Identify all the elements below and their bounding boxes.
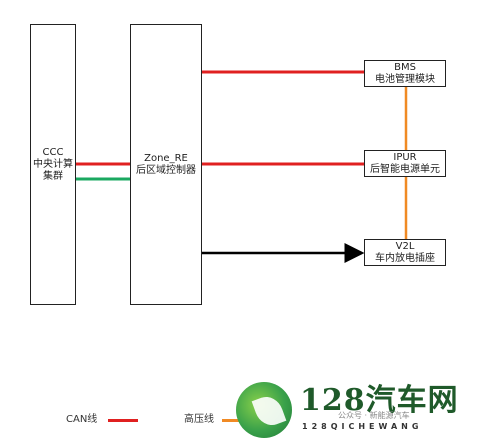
- zone-re-desc: 后区域控制器: [136, 164, 196, 176]
- zone-re-label: Zone_RE: [144, 152, 188, 164]
- bms-node: BMS 电池管理模块: [364, 60, 446, 87]
- zone-re-node: Zone_RE 后区域控制器: [130, 24, 202, 305]
- legend-can-label: CAN线: [66, 414, 98, 425]
- watermark-overlay-text: 公众号 · 新能源汽车: [338, 411, 410, 420]
- ccc-label: CCC: [42, 146, 64, 158]
- watermark-logo-icon: [236, 382, 292, 438]
- v2l-label: V2L: [395, 240, 415, 252]
- bms-label: BMS: [394, 61, 416, 73]
- ccc-node: CCC 中央计算 集群: [30, 24, 76, 305]
- v2l-node: V2L 车内放电插座: [364, 239, 446, 266]
- ipur-desc: 后智能电源单元: [370, 163, 440, 175]
- bms-desc: 电池管理模块: [375, 73, 435, 85]
- ccc-desc-1: 中央计算: [33, 158, 73, 170]
- v2l-desc: 车内放电插座: [375, 252, 435, 264]
- legend-can-line: [108, 419, 138, 422]
- ccc-desc-2: 集群: [43, 170, 63, 182]
- watermark-subtitle: 128QICHEWANG: [302, 422, 423, 431]
- ipur-node: IPUR 后智能电源单元: [364, 150, 446, 177]
- watermark: 128汽车网 公众号 · 新能源汽车 128QICHEWANG: [230, 380, 480, 446]
- legend-hv-label: 高压线: [184, 414, 214, 425]
- ipur-label: IPUR: [393, 151, 417, 163]
- watermark-title: 128汽车网: [300, 383, 459, 418]
